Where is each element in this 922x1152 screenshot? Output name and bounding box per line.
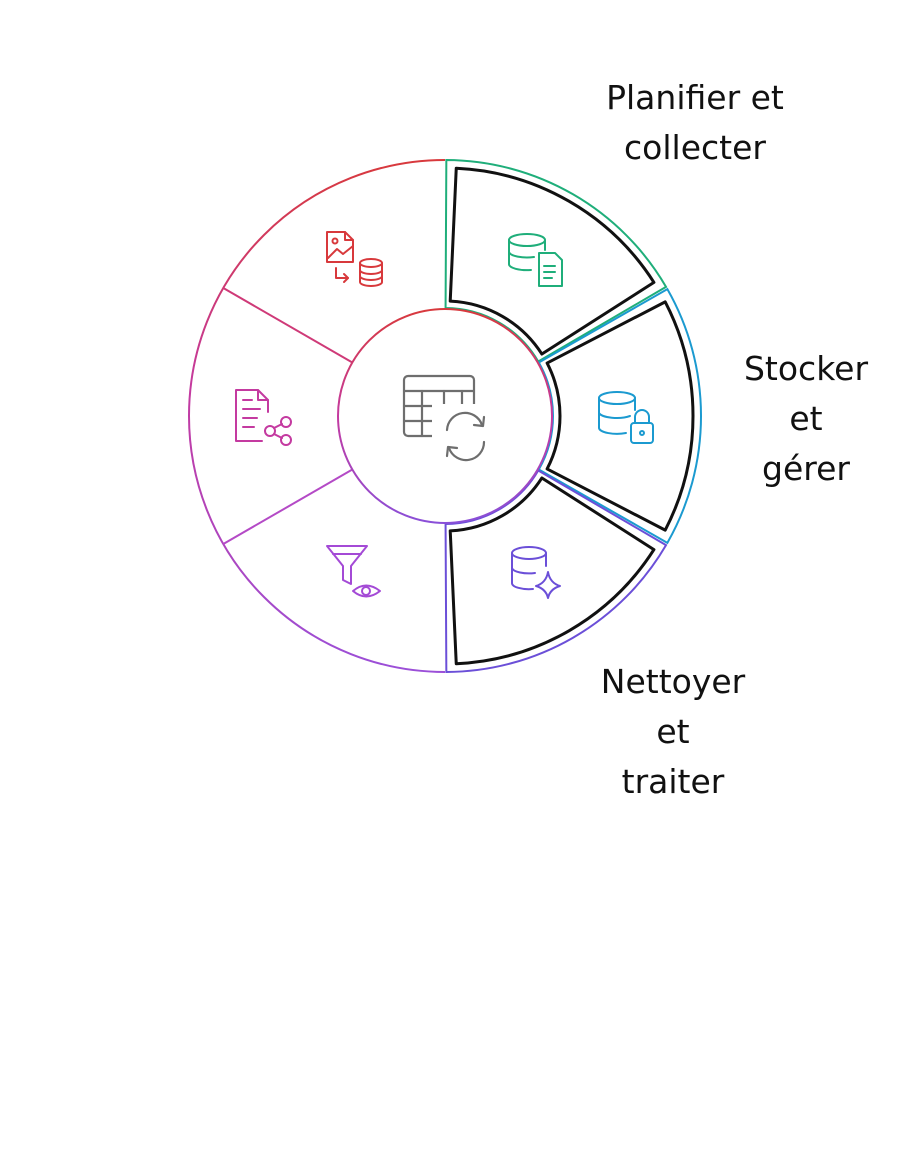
database-lock-icon <box>598 391 654 444</box>
outer-ring-arc-left <box>188 159 446 673</box>
filter-eye-icon <box>326 545 381 598</box>
ring-segments <box>444 158 703 674</box>
document-share-icon <box>235 389 292 446</box>
outer-ring <box>188 159 446 673</box>
segment-divider <box>222 287 353 364</box>
image-to-database-icon <box>326 231 383 287</box>
stage-label-nettoyer: Nettoyer et traiter <box>600 662 746 801</box>
database-document-icon <box>508 233 563 287</box>
segment-divider <box>222 468 353 545</box>
stage-label-stocker: Stocker et gérer <box>743 349 869 488</box>
segment-stocker-highlight[interactable] <box>545 300 695 532</box>
stage-label-planifier: Planifier et collecter <box>606 78 784 167</box>
segment-planifier-highlight[interactable] <box>448 166 656 356</box>
segment-nettoyer-highlight[interactable] <box>448 476 656 666</box>
database-sparkle-icon <box>511 546 561 599</box>
table-sync-icon <box>402 374 494 464</box>
